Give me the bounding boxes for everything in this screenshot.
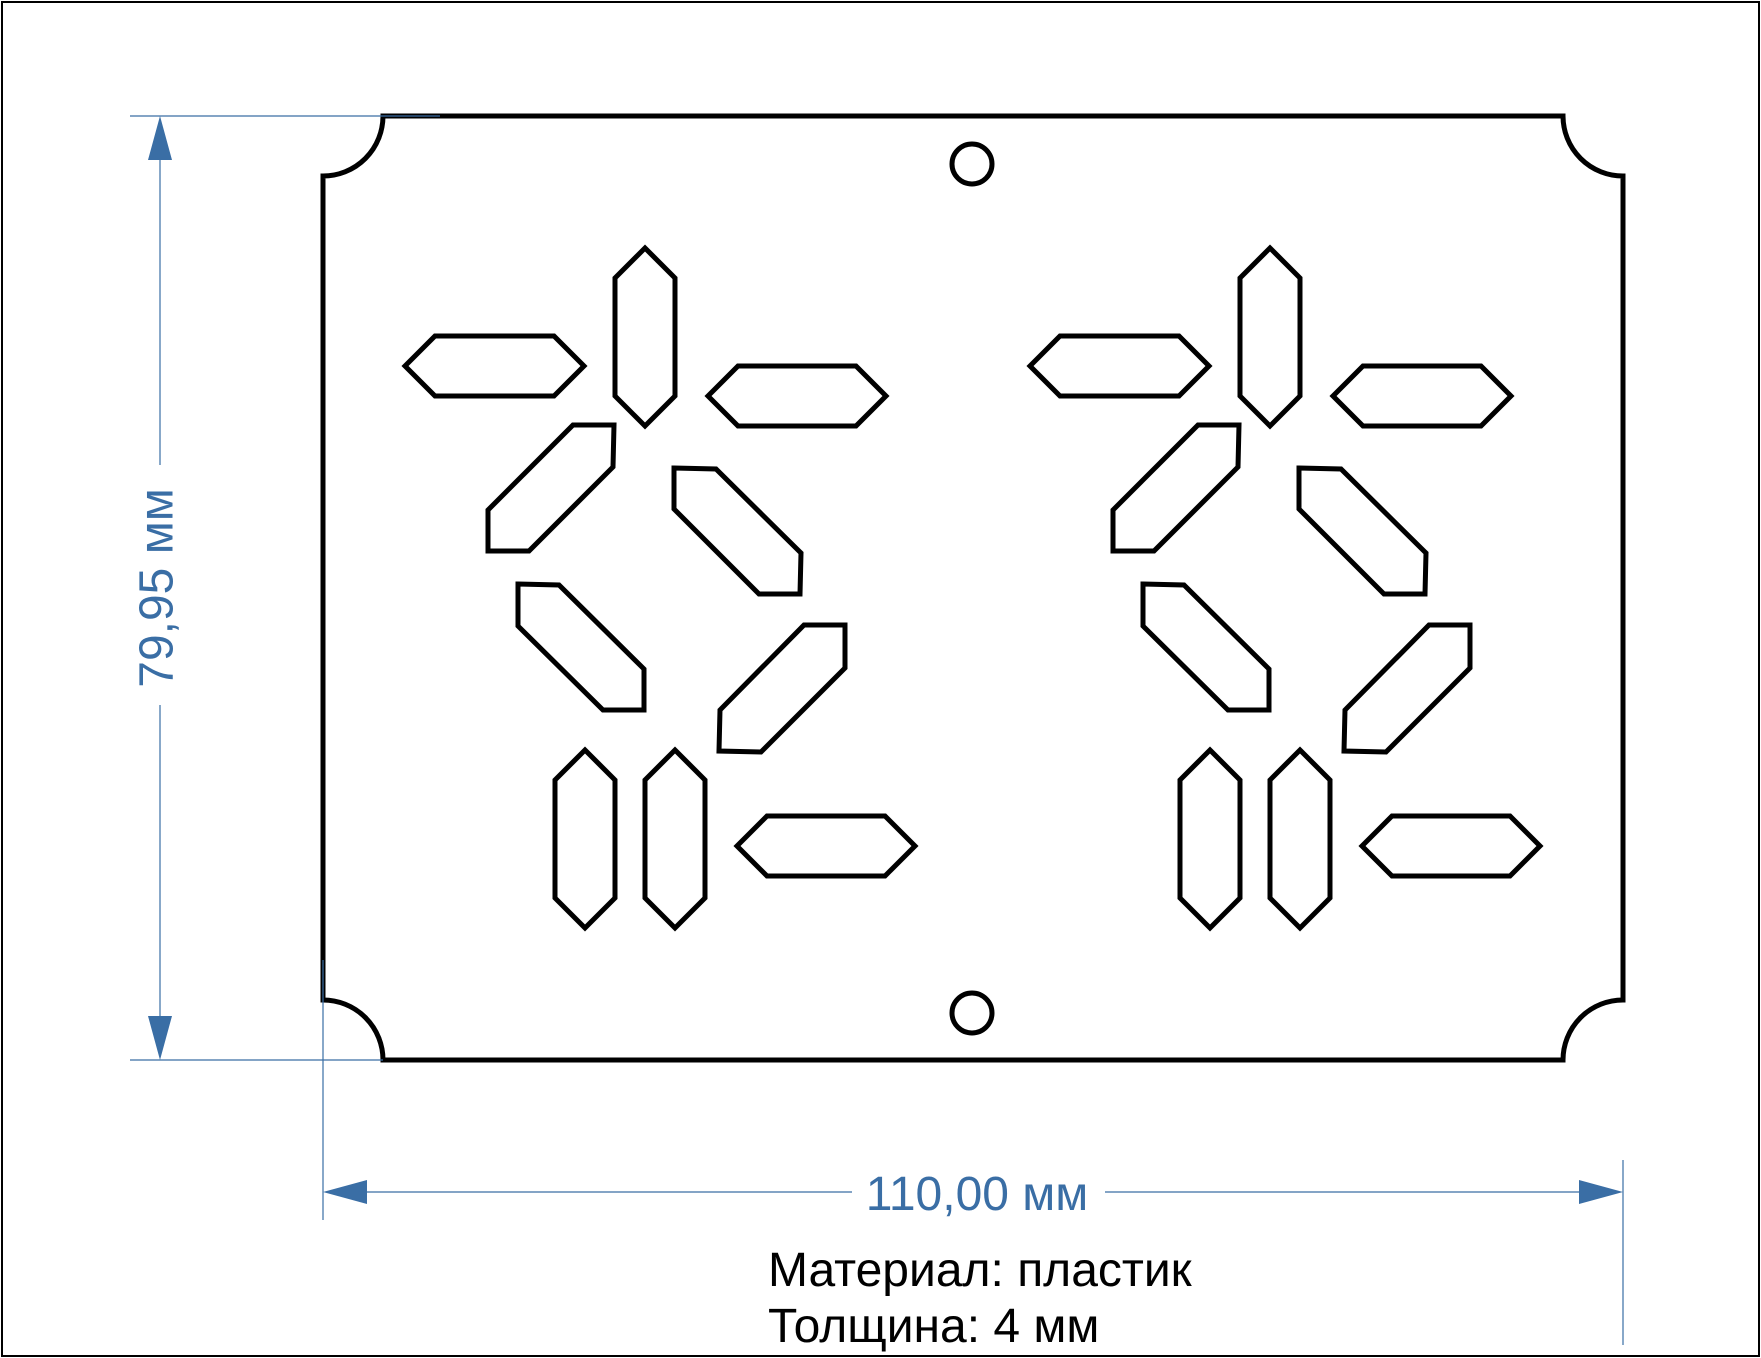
plate-outline xyxy=(320,113,1626,1063)
vent-slot xyxy=(671,465,804,597)
width-dimension xyxy=(322,960,1624,1345)
mounting-hole-bottom xyxy=(949,990,995,1036)
vent-slots-right xyxy=(1026,244,1544,932)
width-label: 110,00 мм xyxy=(866,1168,1089,1221)
vent-slot xyxy=(1329,363,1515,429)
vent-slot xyxy=(401,333,588,399)
vent-slot xyxy=(1358,813,1544,879)
vent-slot xyxy=(716,622,848,755)
arrow-left-icon xyxy=(323,1180,367,1204)
vent-slot xyxy=(1341,622,1473,755)
vent-slot xyxy=(733,813,919,879)
vent-slot xyxy=(1296,465,1429,597)
vent-slot xyxy=(1140,581,1272,713)
height-dimension xyxy=(130,115,440,1061)
vent-slot xyxy=(515,581,647,713)
vent-slot xyxy=(1267,746,1333,932)
vent-slot xyxy=(642,746,708,932)
vent-slot xyxy=(1026,333,1213,399)
height-label: 79,95 мм xyxy=(131,488,184,687)
thickness-note: Толщина: 4 мм xyxy=(768,1300,1099,1353)
vent-slots-left xyxy=(401,244,919,932)
vent-slot xyxy=(704,363,890,429)
vent-slot xyxy=(485,422,617,554)
material-note: Материал: пластик xyxy=(768,1244,1193,1297)
vent-slot xyxy=(1177,746,1243,932)
vent-slot xyxy=(1237,244,1303,430)
arrow-down-icon xyxy=(148,1016,172,1060)
arrow-up-icon xyxy=(148,116,172,160)
vent-slot xyxy=(1110,422,1242,554)
mounting-hole-top xyxy=(949,141,995,187)
vent-slot xyxy=(552,746,618,932)
vent-slot xyxy=(612,244,678,430)
arrow-right-icon xyxy=(1579,1180,1623,1204)
